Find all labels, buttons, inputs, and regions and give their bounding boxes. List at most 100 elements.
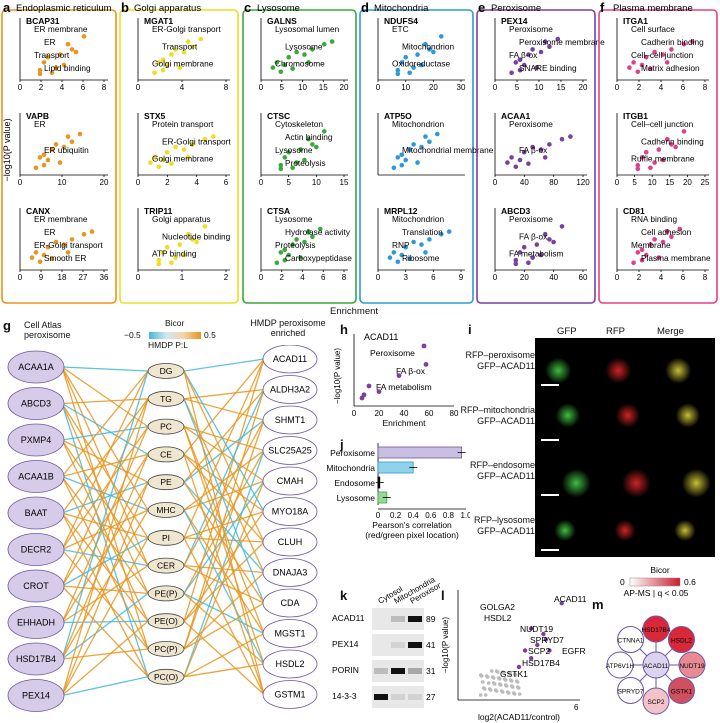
x-tick-label: 9 xyxy=(39,273,44,282)
term-label: ER-Golgi transport xyxy=(162,136,231,146)
lipid-node xyxy=(147,418,185,435)
data-point xyxy=(411,142,416,147)
data-point xyxy=(446,229,452,234)
data-point xyxy=(211,134,216,139)
left-node xyxy=(7,387,65,420)
data-point xyxy=(677,226,683,232)
data-point xyxy=(427,139,432,145)
left-node xyxy=(7,642,65,676)
edge xyxy=(61,398,149,587)
edge xyxy=(183,564,265,574)
term-label: Smooth ER xyxy=(44,253,86,263)
j-xlabel2: (red/green pixel location) xyxy=(365,530,459,540)
hit-point xyxy=(516,664,522,670)
x-tick-label: 0 xyxy=(136,273,141,282)
x-tick-label: 0 xyxy=(259,273,264,282)
edge xyxy=(183,510,265,539)
data-point xyxy=(559,136,565,142)
data-point xyxy=(69,237,75,242)
data-point xyxy=(173,47,178,52)
panel_b-letter: b xyxy=(121,0,129,15)
data-point xyxy=(681,41,687,47)
panel_a-border xyxy=(1,9,117,304)
data-point xyxy=(517,250,523,255)
interactor-node xyxy=(642,687,670,715)
left-node xyxy=(7,679,65,712)
micrograph-cell xyxy=(537,450,593,501)
background-point xyxy=(483,693,488,697)
data-point xyxy=(542,155,548,160)
data-point xyxy=(681,129,687,134)
gene-CTSA: CTSA xyxy=(267,206,290,216)
edge xyxy=(183,537,265,695)
left-node-label: PXMP4 xyxy=(21,435,52,445)
data-point xyxy=(286,54,292,60)
x-tick-label: 15 xyxy=(319,83,328,92)
term-label: Hydrolase activity xyxy=(285,227,351,237)
data-point xyxy=(431,49,436,55)
x-tick-label: 0 xyxy=(136,83,141,92)
gene-ITGB1: ITGB1 xyxy=(623,111,648,121)
data-point xyxy=(294,49,299,55)
data-point xyxy=(399,60,405,65)
data-point xyxy=(185,231,191,237)
right-node xyxy=(262,436,318,465)
term-label: Membrane xyxy=(631,240,671,250)
hit-point xyxy=(529,626,534,631)
x-tick-label: 15 xyxy=(340,178,349,187)
gene-TRIP11: TRIP11 xyxy=(144,206,173,216)
x-tick-label: 3 xyxy=(403,273,408,282)
data-point xyxy=(664,60,670,65)
interactor-label: ATP6V1H xyxy=(606,663,635,670)
x-tick-label: 36 xyxy=(100,273,109,282)
x-tick-label: 0 xyxy=(615,83,620,92)
edge xyxy=(183,592,265,665)
right-node xyxy=(262,588,318,618)
term-label: Mitochondrion xyxy=(402,41,455,51)
edge xyxy=(183,481,265,604)
data-point xyxy=(57,52,63,57)
lipid-node-label: PC xyxy=(160,422,172,432)
data-point xyxy=(160,57,166,63)
x-tick-label: 1.0 xyxy=(460,511,470,520)
edge xyxy=(183,509,265,634)
interactor-node xyxy=(617,676,645,704)
x-tick-label: 2 xyxy=(280,273,285,282)
x-tick-label: 20 xyxy=(375,409,384,418)
panel_c-letter: c xyxy=(244,0,251,15)
background-point xyxy=(503,683,508,687)
edge xyxy=(183,398,265,421)
data-point xyxy=(521,244,527,250)
edge xyxy=(61,537,149,696)
data-point xyxy=(37,259,43,265)
data-point xyxy=(395,155,401,160)
x-tick-label: 0 xyxy=(259,83,264,92)
data-point xyxy=(45,244,51,250)
x-tick-label: 20 xyxy=(429,83,438,92)
x-tick-label: 6 xyxy=(681,83,686,92)
data-point xyxy=(298,147,303,152)
left-node xyxy=(7,423,65,457)
edge xyxy=(61,454,149,660)
right-node-label: SHMT1 xyxy=(275,415,306,425)
data-point xyxy=(282,62,288,68)
x-tick-label: 0 xyxy=(376,273,381,282)
x-tick-label: 4 xyxy=(60,83,65,92)
interactor-node xyxy=(642,615,670,643)
blot-band xyxy=(391,694,405,700)
protein-label: GOLGA2 xyxy=(480,602,515,612)
micrograph-cell xyxy=(597,450,653,501)
data-point xyxy=(294,160,299,165)
data-point xyxy=(635,162,641,168)
term-label: Peroxisome xyxy=(509,214,553,224)
background-point xyxy=(478,693,483,697)
term-label: Cadherin binding xyxy=(641,136,704,146)
data-point xyxy=(521,149,527,155)
left-node-label: DECR2 xyxy=(21,545,52,555)
background-point xyxy=(509,684,514,688)
panel_f-border xyxy=(598,9,718,304)
data-point xyxy=(160,157,166,163)
lipid-node-label: PE(P) xyxy=(155,588,178,598)
x-tick-label: 0 xyxy=(376,511,381,520)
